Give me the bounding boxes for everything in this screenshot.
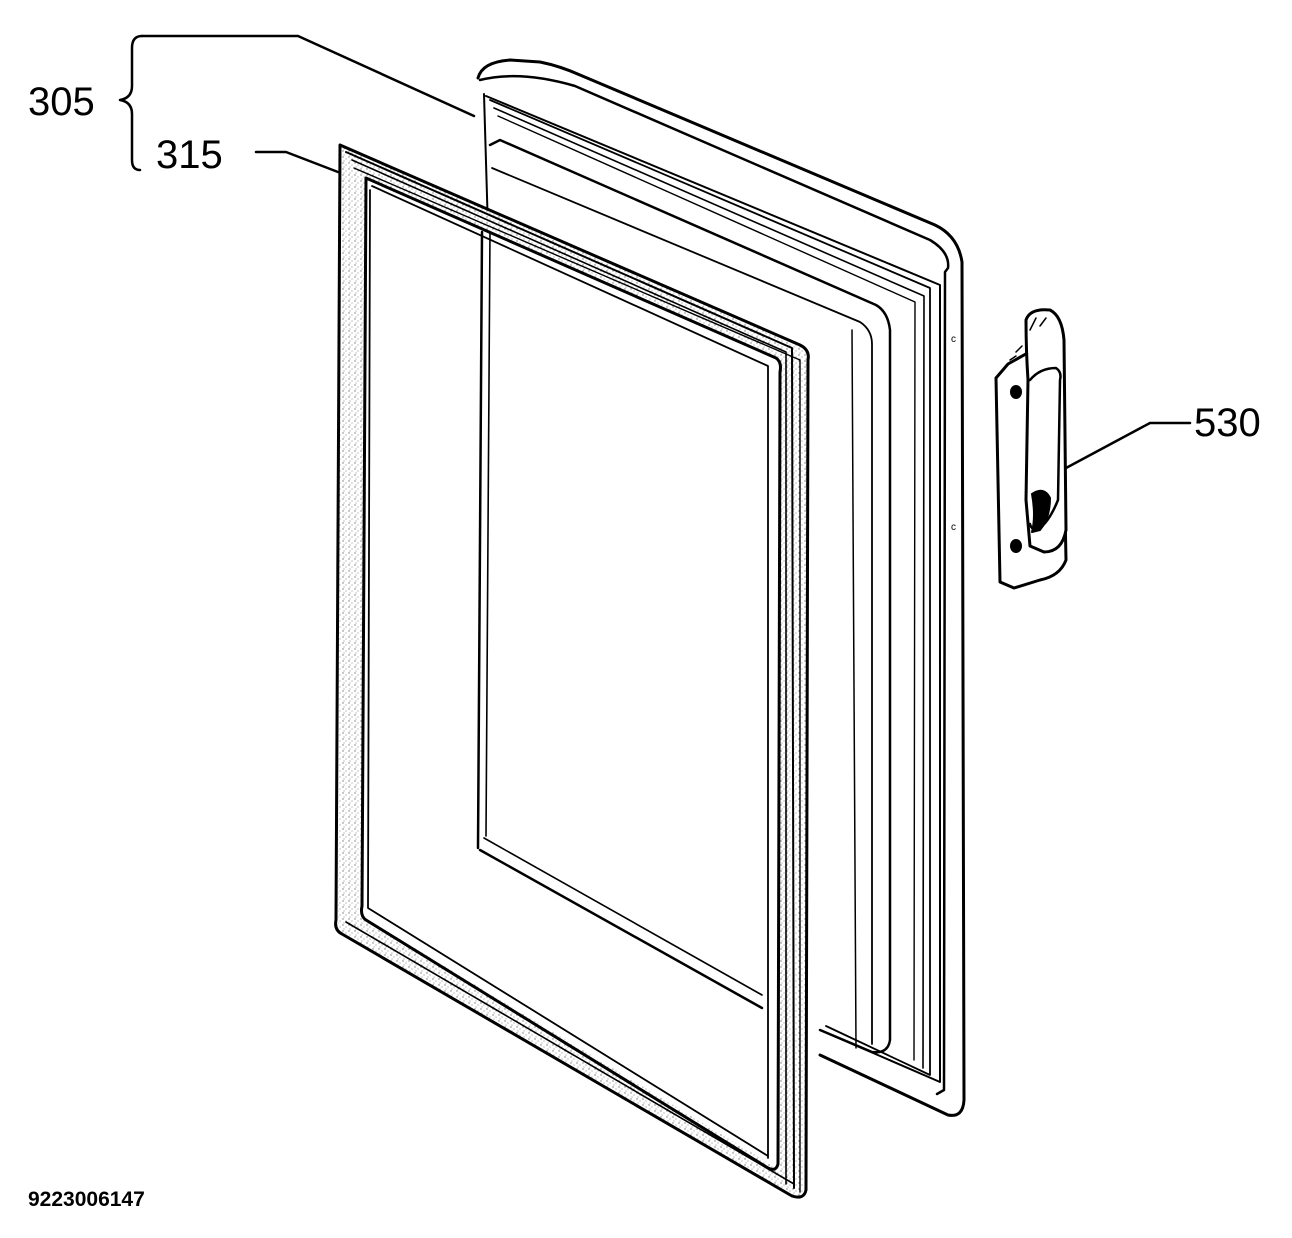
leader-315 — [254, 150, 340, 174]
gasket-bottom-lip — [345, 921, 795, 1185]
door-gasket — [334, 143, 810, 1199]
gasket-lip-2 — [351, 159, 787, 1185]
door-liner-left-edge — [476, 230, 484, 850]
gasket-lip-3 — [353, 167, 801, 1193]
door-inner-frame-1 — [483, 93, 941, 1083]
gasket-outer-edge — [334, 143, 810, 1199]
callout-315: 315 — [156, 133, 223, 177]
door-face-edge — [478, 74, 950, 1096]
handle-screw-hole-upper — [1010, 385, 1022, 399]
gasket-inner-line — [367, 185, 769, 1159]
callout-305: 305 — [28, 80, 95, 124]
handle-grip-shadow — [1031, 489, 1051, 533]
door-panel: c c — [476, 58, 966, 1117]
door-inner-frame-2 — [489, 99, 931, 1076]
door-handle — [994, 308, 1068, 590]
door-outer-edge — [476, 58, 966, 1117]
handle-top-detail — [1009, 317, 1047, 361]
door-liner-inner — [491, 167, 873, 1045]
drawing-number: 9223006147 — [28, 1188, 145, 1211]
leader-lines — [118, 34, 1192, 470]
gasket-lip-1 — [345, 151, 795, 1189]
leader-530 — [1064, 421, 1192, 470]
door-liner-left-edge-2 — [485, 229, 491, 837]
hinge-mark-upper: c — [951, 334, 956, 345]
leader-305 — [140, 34, 476, 118]
door-liner-back — [851, 329, 857, 1049]
door-liner-bottom-edge-2 — [483, 837, 763, 996]
gasket-inner-edge — [360, 176, 782, 1171]
door-inner-frame-4 — [497, 115, 916, 1061]
door-liner-bottom-edge — [478, 848, 764, 1010]
handle-screw-hole-lower — [1010, 539, 1022, 553]
door-liner — [488, 138, 892, 1054]
group-brace — [118, 34, 144, 172]
hinge-mark-lower: c — [951, 522, 956, 533]
callout-530: 530 — [1194, 401, 1261, 445]
door-inner-frame-3 — [493, 107, 925, 1069]
